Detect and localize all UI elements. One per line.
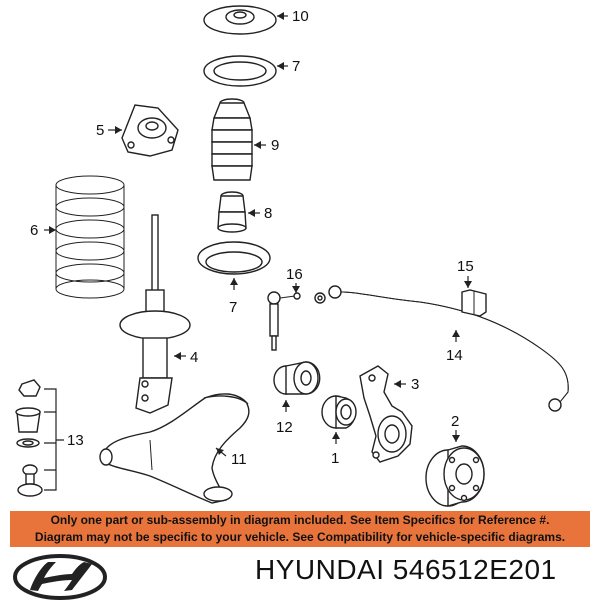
callout-13: 13	[67, 432, 84, 449]
part-8-bump-stop	[217, 191, 247, 233]
part-13-ball-joint-kit	[15, 379, 43, 497]
callout-12: 12	[276, 419, 293, 436]
arrow-14	[452, 330, 460, 337]
callout-2: 2	[451, 413, 459, 430]
part-3-steering-knuckle	[359, 365, 413, 463]
part-1-wheel-bearing	[321, 395, 357, 429]
suspension-exploded-diagram: 10 7 5 9 6	[15, 5, 569, 507]
part-number-label: HYUNDAI 546512E201	[255, 554, 557, 585]
leader-13	[44, 388, 64, 491]
arrow-16	[292, 286, 300, 293]
part-6-coil-spring	[55, 175, 125, 299]
part-7-upper-spring-pad	[203, 55, 277, 87]
arrow-1	[332, 432, 340, 439]
callout-5: 5	[96, 122, 104, 139]
part-10-insulator	[203, 5, 277, 35]
callout-10: 10	[292, 8, 309, 25]
arrow-7a	[277, 62, 284, 70]
callout-3: 3	[411, 376, 419, 393]
callout-6: 6	[30, 222, 38, 239]
arrow-2	[452, 435, 460, 442]
hyundai-logo-icon	[13, 554, 107, 600]
callout-7a: 7	[292, 58, 300, 75]
disclaimer-banner: Only one part or sub-assembly in diagram…	[10, 511, 590, 547]
callout-11: 11	[231, 451, 247, 468]
arrow-8	[248, 209, 255, 217]
part-7-lower-spring-pad	[197, 241, 271, 275]
callout-16: 16	[286, 266, 303, 283]
arrow-15	[464, 281, 472, 288]
part-11-lower-control-arm	[99, 393, 250, 504]
callout-8: 8	[264, 205, 272, 222]
arrow-11	[216, 448, 224, 455]
part-5-strut-mount	[121, 104, 179, 157]
callout-9: 9	[271, 137, 279, 154]
disclaimer-line-1: Only one part or sub-assembly in diagram…	[50, 513, 550, 527]
arrow-12	[282, 400, 290, 407]
arrow-6	[49, 226, 56, 234]
part-4-strut-assembly	[119, 214, 191, 414]
arrow-5	[115, 126, 122, 134]
part-12-arm-bushing	[273, 361, 321, 395]
callout-4: 4	[190, 349, 198, 366]
callout-7b: 7	[229, 299, 237, 316]
arrow-9	[254, 141, 261, 149]
arrow-4	[174, 352, 181, 360]
part-9-dust-boot	[211, 98, 253, 181]
arrow-7b	[230, 278, 238, 285]
callout-1: 1	[331, 450, 339, 467]
brand-footer: HYUNDAI 546512E201	[0, 548, 600, 600]
disclaimer-line-2: Diagram may not be specific to your vehi…	[34, 530, 566, 544]
part-2-wheel-hub	[425, 445, 485, 507]
part-16-stabilizer-link	[267, 291, 326, 351]
arrow-10	[277, 12, 284, 20]
part-15-stabilizer-bushing	[461, 289, 487, 317]
callout-15: 15	[457, 258, 474, 275]
callout-14: 14	[446, 347, 463, 364]
arrow-3	[394, 380, 401, 388]
